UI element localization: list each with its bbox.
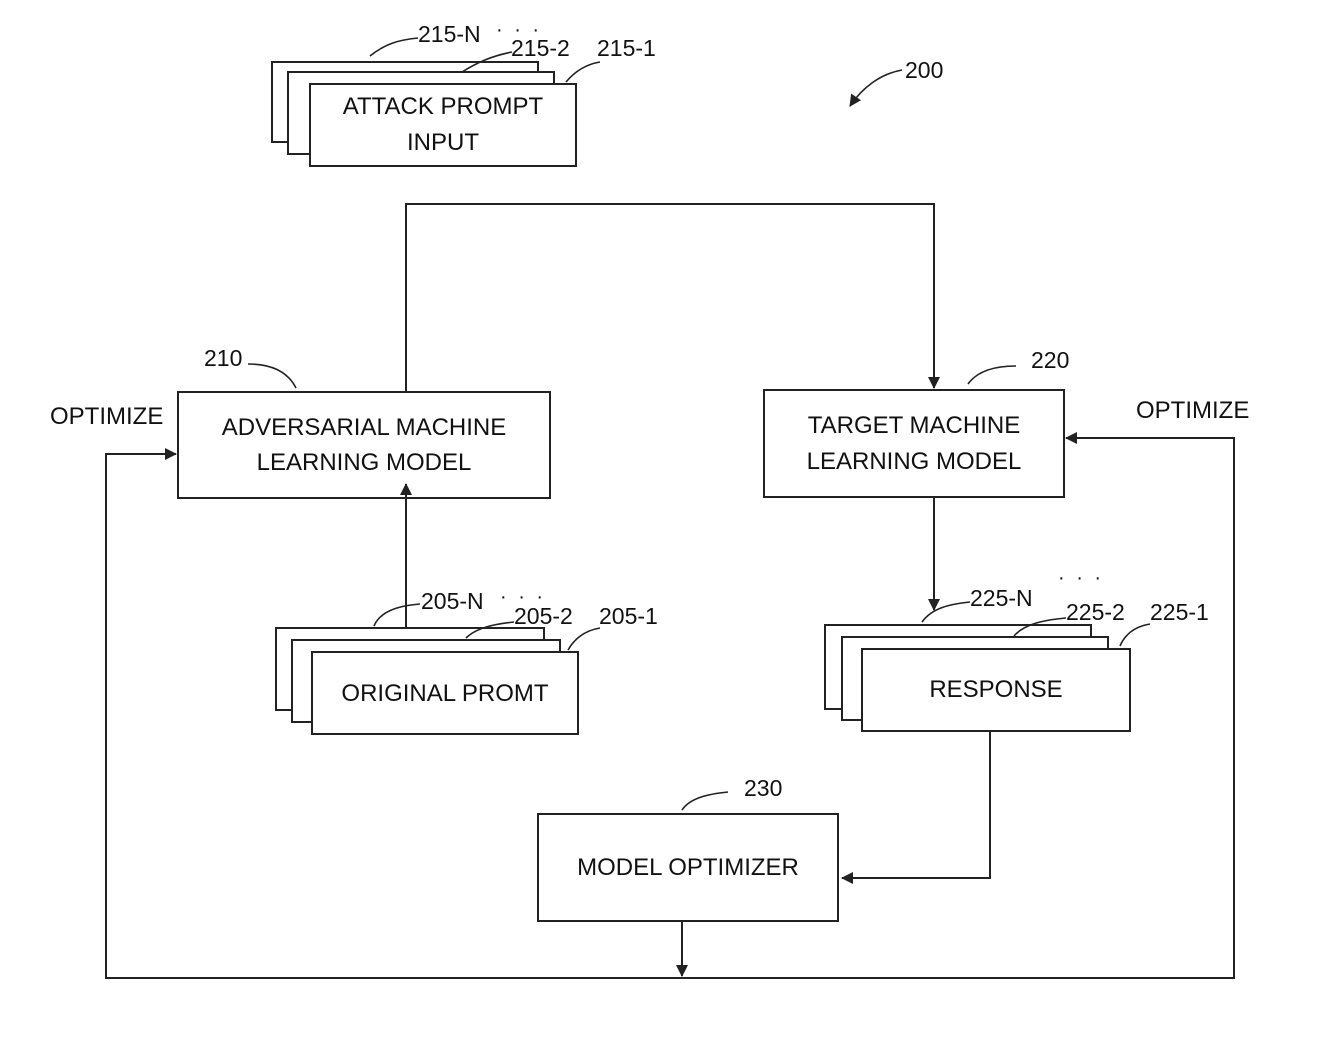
response-ellipsis: · · · bbox=[1058, 567, 1104, 589]
ref-230: 230 bbox=[744, 775, 782, 801]
response-label: RESPONSE bbox=[929, 676, 1062, 703]
ref-215-n: 215-N bbox=[418, 21, 481, 47]
ref-225-n: 225-N bbox=[970, 585, 1033, 611]
ref-210-leader bbox=[248, 364, 296, 388]
ref-225-1-leader bbox=[1120, 624, 1150, 646]
ref-225-1: 225-1 bbox=[1150, 599, 1209, 625]
model-optimizer-box: MODEL OPTIMIZER bbox=[538, 814, 838, 921]
ref-215-n-leader bbox=[370, 38, 418, 56]
target-model-box: TARGET MACHINE LEARNING MODEL bbox=[764, 390, 1064, 497]
ref-220-leader bbox=[968, 366, 1016, 384]
response-stack: RESPONSE bbox=[825, 625, 1130, 731]
ref-205-1-leader bbox=[568, 628, 600, 650]
ref-225-n-leader bbox=[922, 602, 970, 622]
response-to-optimizer-arrow bbox=[842, 731, 990, 878]
adversarial-model-label-line2: LEARNING MODEL bbox=[257, 449, 472, 476]
ref-205-1: 205-1 bbox=[599, 603, 658, 629]
ref-215-1: 215-1 bbox=[597, 35, 656, 61]
ref-230-leader bbox=[682, 792, 728, 810]
figure-ref: 200 bbox=[905, 57, 943, 83]
ref-225-2: 225-2 bbox=[1066, 599, 1125, 625]
ref-220: 220 bbox=[1031, 347, 1069, 373]
original-prompt-stack: ORIGINAL PROMT bbox=[276, 628, 578, 734]
ref-205-2: 205-2 bbox=[514, 603, 573, 629]
adversarial-model-box: ADVERSARIAL MACHINE LEARNING MODEL bbox=[178, 392, 550, 498]
ref-205-n-leader bbox=[374, 604, 420, 626]
ref-210: 210 bbox=[204, 345, 242, 371]
ref-215-1-leader bbox=[566, 62, 600, 82]
original-prompt-label: ORIGINAL PROMT bbox=[341, 680, 548, 707]
figure-ref-arrow bbox=[850, 70, 902, 106]
attack-prompt-label-line1: ATTACK PROMPT bbox=[343, 93, 544, 120]
model-optimizer-label: MODEL OPTIMIZER bbox=[577, 854, 799, 881]
adversarial-optimize-label: OPTIMIZE bbox=[50, 403, 163, 430]
ref-215-2: 215-2 bbox=[511, 35, 570, 61]
target-model-label-line1: TARGET MACHINE bbox=[808, 412, 1020, 439]
attack-prompt-label-line2: INPUT bbox=[407, 129, 479, 156]
adversarial-model-label-line1: ADVERSARIAL MACHINE bbox=[222, 414, 507, 441]
target-model-label-line2: LEARNING MODEL bbox=[807, 448, 1022, 475]
attack-prompt-stack: ATTACK PROMPT INPUT bbox=[272, 62, 576, 166]
target-optimize-label: OPTIMIZE bbox=[1136, 397, 1249, 424]
ref-205-n: 205-N bbox=[421, 588, 484, 614]
adversarial-to-target-arrow bbox=[406, 204, 934, 392]
